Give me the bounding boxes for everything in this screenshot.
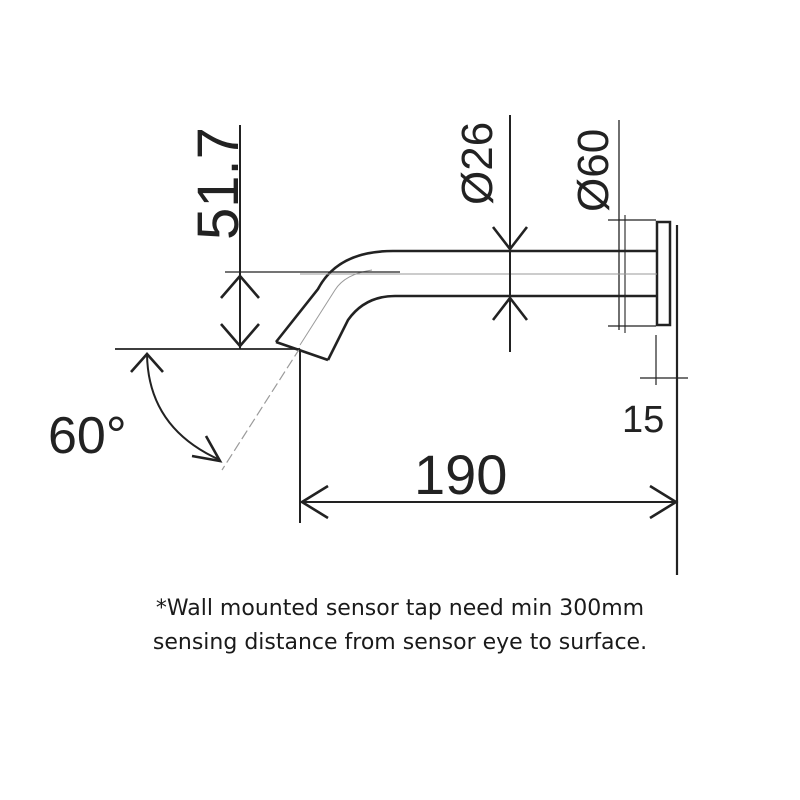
flange-diameter-label: Ø60 — [569, 129, 618, 212]
spout-bottom-edge — [326, 294, 657, 361]
outlet-arrow-down — [491, 226, 529, 252]
length-arrow-left — [299, 484, 329, 520]
angle-arc — [146, 353, 221, 461]
height-arrow-up — [220, 274, 260, 299]
spout-top-edge — [274, 249, 657, 343]
outlet-arrow-up — [491, 295, 529, 321]
angle-arrow-top — [130, 352, 164, 373]
bend-centerline — [299, 269, 373, 346]
height-arrow-down — [220, 323, 260, 348]
wall-flange — [655, 220, 672, 327]
note-line-1: *Wall mounted sensor tap need min 300mm — [155, 596, 645, 621]
spout-mouth — [275, 340, 329, 362]
height-dimension-label: 51.7 — [186, 127, 251, 240]
flange-thickness-label: 15 — [622, 399, 664, 441]
note-line-2: sensing distance from sensor eye to surf… — [152, 630, 648, 655]
outlet-diameter-label: Ø26 — [453, 122, 502, 205]
installation-note: *Wall mounted sensor tap need min 300mm … — [0, 592, 800, 660]
length-dimension-label: 190 — [414, 443, 507, 506]
angle-direction-line — [221, 347, 301, 471]
angle-dimension-label: 60° — [48, 407, 127, 465]
length-arrow-right — [649, 484, 679, 520]
angle-arrow-bottom — [191, 435, 223, 463]
